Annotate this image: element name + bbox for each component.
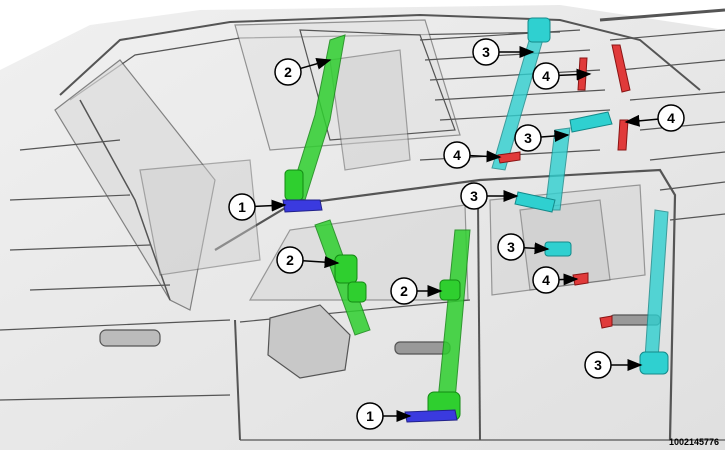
callout-circle: [472, 38, 500, 66]
callout-green-b-pillar-upper: 2: [274, 57, 332, 86]
callout-leader-arrow: [624, 114, 659, 127]
blue-buckle-components: [282, 199, 458, 423]
callout-number: 3: [482, 44, 490, 60]
callout-number: 3: [524, 130, 532, 146]
callout-number: 2: [284, 64, 292, 80]
callout-circle: [274, 58, 302, 86]
callout-circle: [390, 277, 418, 305]
callout-green-b-pillar-lower: 2: [390, 277, 443, 305]
callout-circle: [443, 141, 471, 169]
callout-number: 3: [507, 239, 515, 255]
callout-number: 4: [542, 272, 550, 288]
callout-cyan-rear-lower: 3: [584, 351, 643, 379]
callout-red-back-wall: 4: [624, 104, 685, 132]
red-anchor-components: [497, 44, 631, 329]
callout-cyan-rear-mid: 3: [514, 124, 570, 152]
callout-number: 1: [366, 408, 374, 424]
callout-number: 4: [667, 110, 675, 126]
callout-circle: [657, 104, 685, 132]
callout-leader-arrow: [254, 199, 287, 212]
callout-number: 2: [286, 252, 294, 268]
callout-circle: [532, 266, 560, 294]
callout-leader-arrow: [558, 273, 579, 286]
callout-leader-arrow: [469, 150, 502, 163]
figure-id: 1002145776: [668, 437, 719, 447]
callout-cyan-door-top: 3: [460, 182, 519, 210]
callout-cyan-rear-top: 3: [472, 38, 535, 66]
callout-number: 1: [238, 199, 246, 215]
callout-red-rear-top: 4: [532, 62, 592, 90]
callout-circle: [460, 182, 488, 210]
vehicle-body-line-art: [0, 5, 725, 450]
callout-leader-arrow: [300, 57, 332, 70]
callout-green-front-belt: 2: [276, 246, 340, 274]
callout-red-door: 4: [532, 266, 579, 294]
callout-circle: [514, 124, 542, 152]
callout-number: 3: [594, 357, 602, 373]
callout-red-roof: 4: [443, 141, 502, 169]
callout-leader-arrow: [302, 256, 340, 269]
callout-circle: [584, 351, 612, 379]
callout-leader-arrow: [558, 68, 592, 81]
callout-layer: 2 3 4 4 3 4 1 3 2 3 4 2 3 1: [228, 38, 685, 430]
callout-circle: [532, 62, 560, 90]
callout-leader-arrow: [540, 130, 570, 142]
callout-number: 4: [542, 68, 550, 84]
callout-number: 4: [453, 147, 461, 163]
callout-circle: [228, 193, 256, 221]
callout-number: 2: [400, 283, 408, 299]
callout-number: 3: [470, 188, 478, 204]
callout-cyan-buckle: 3: [497, 233, 550, 261]
callout-blue-buckle-upper: 1: [228, 193, 287, 221]
callout-leader-arrow: [523, 242, 550, 255]
callout-blue-buckle-lower: 1: [356, 402, 412, 430]
callout-circle: [276, 246, 304, 274]
callout-circle: [497, 233, 525, 261]
callout-circle: [356, 402, 384, 430]
